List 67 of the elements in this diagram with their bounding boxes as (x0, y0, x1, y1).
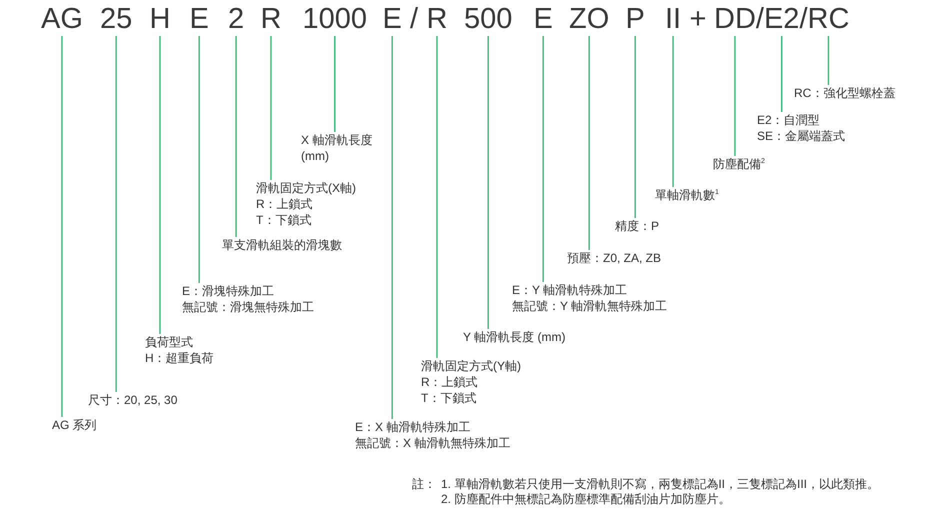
option-heading: 防塵配備$^{2}$ (713, 156, 765, 172)
option-description: R：上鎖式 (421, 374, 479, 390)
leader-line (270, 36, 272, 180)
code-label: ZO (569, 2, 610, 36)
leader-line (828, 36, 830, 85)
leader-line (61, 36, 63, 417)
footnote-text: 2. 防塵配件中無標記為防塵標準配備刮油片加防塵片。 (441, 491, 730, 507)
option-description: 無記號：X 軸滑軌無特殊加工 (355, 435, 510, 451)
code-label: II (665, 2, 682, 36)
code-label: E (534, 2, 553, 36)
leader-line (115, 36, 117, 392)
leader-line (436, 36, 438, 358)
option-description: 無記號：Y 軸滑軌無特殊加工 (512, 298, 668, 314)
leader-line (634, 36, 636, 218)
code-label: E (190, 2, 209, 36)
option-description: 預壓：Z0, ZA, ZB (567, 250, 662, 266)
leader-line (672, 36, 674, 187)
option-description: 單支滑軌組裝的滑塊數 (222, 237, 342, 253)
leader-line (198, 36, 200, 283)
code-label: R (426, 2, 448, 36)
leader-line (235, 36, 237, 237)
option-description: SE：金屬端蓋式 (757, 128, 846, 144)
code-label: P (626, 2, 645, 36)
code-label: DD (714, 2, 756, 36)
code-label: 2 (228, 2, 244, 36)
code-label: E (382, 2, 402, 36)
leader-line (588, 36, 590, 250)
option-heading: 滑軌固定方式(Y軸) (421, 358, 521, 374)
note-label: 註： (412, 476, 436, 492)
code-label: 25 (100, 2, 132, 36)
separator-label: / (756, 2, 764, 36)
option-description: 尺寸：20, 25, 30 (88, 392, 178, 408)
option-heading: 滑軌固定方式(X軸) (256, 180, 356, 196)
option-description: R：上鎖式 (256, 196, 314, 212)
option-description: AG 系列 (52, 417, 97, 433)
option-heading: 負荷型式 (145, 334, 194, 350)
option-description: RC：強化型螺栓蓋 (794, 85, 896, 101)
code-label: R (260, 2, 282, 36)
leader-line (159, 36, 161, 334)
option-description: E：Y 軸滑軌特殊加工 (512, 282, 628, 298)
code-label: 500 (464, 2, 512, 36)
option-description: E：滑塊特殊加工 (182, 283, 276, 299)
separator-label: / (410, 2, 418, 36)
separator-label: + (690, 2, 706, 36)
leader-line (734, 36, 736, 156)
code-label: RC (808, 2, 850, 36)
option-description: T：下鎖式 (421, 390, 478, 406)
separator-label: / (799, 2, 808, 36)
leader-line (334, 36, 336, 132)
option-description: 精度：P (615, 218, 660, 234)
code-label: AG (41, 2, 83, 36)
leader-line (391, 36, 393, 419)
leader-line (488, 36, 489, 329)
option-description: 無記號：滑塊無特殊加工 (182, 299, 314, 315)
code-label: E2 (764, 2, 800, 36)
option-description: T：下鎖式 (256, 212, 312, 228)
leader-line (542, 36, 544, 282)
leader-line (781, 36, 782, 112)
option-heading: 單軸滑軌數$^{1}$ (655, 187, 719, 203)
option-description: X 軸滑軌長度 (mm) (301, 132, 375, 164)
code-label: 1000 (302, 2, 368, 36)
option-description: E2：自潤型 (757, 112, 821, 128)
option-description: E：X 軸滑軌特殊加工 (355, 419, 472, 435)
option-description: Y 軸滑軌長度 (mm) (463, 329, 566, 345)
footnote-text: 1. 單軸滑軌數若只使用一支滑軌則不寫，兩隻標記為II，三隻標記為III，以此類推。 (441, 476, 880, 492)
code-label: H (150, 2, 170, 36)
option-description: H：超重負荷 (145, 350, 214, 366)
